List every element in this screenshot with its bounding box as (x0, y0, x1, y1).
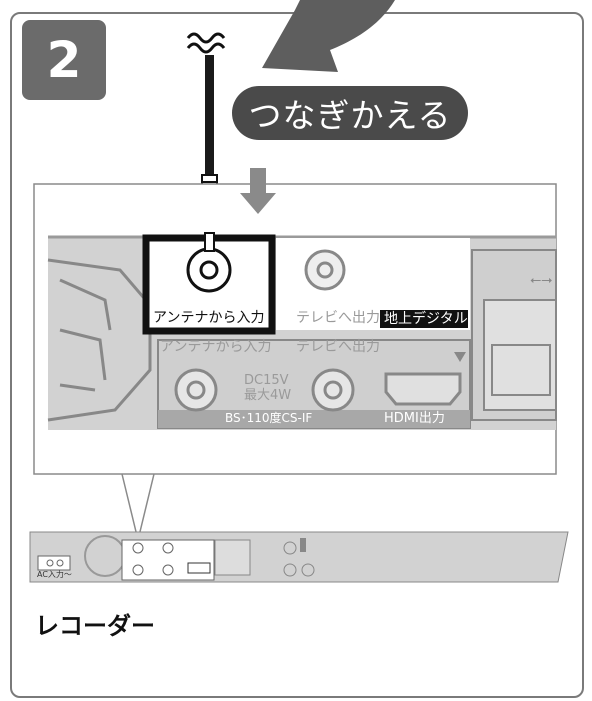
dc-voltage-label: DC15V (244, 373, 289, 388)
antenna-input-label-highlight: アンテナから入力 (153, 310, 265, 326)
tv-output-label-top: テレビへ出力 (296, 310, 380, 326)
ac-input-label: AC入力～ (37, 570, 72, 579)
antenna-wave-icon (186, 32, 226, 54)
bs-cs-if-label: BS･110度CS-IF (225, 411, 313, 425)
antenna-cable (205, 55, 214, 175)
instruction-pill: つなぎかえる (232, 86, 468, 140)
usb-icon: ⭠⭢ (530, 272, 552, 288)
hdmi-output-label: HDMI出力 (384, 411, 445, 426)
dc-power-label: 最大4W (244, 388, 292, 403)
reconnect-arrow (262, 0, 395, 72)
device-caption: レコーダー (35, 612, 155, 640)
terrestrial-digital-label: 地上デジタル (384, 311, 468, 327)
step-number-badge: 2 (22, 20, 106, 100)
tv-output-label: テレビへ出力 (296, 339, 380, 355)
fan-grille (47, 258, 152, 422)
down-arrow-icon (240, 168, 276, 214)
antenna-input-label: アンテナから入力 (160, 339, 272, 355)
hdmi-port (384, 372, 462, 406)
